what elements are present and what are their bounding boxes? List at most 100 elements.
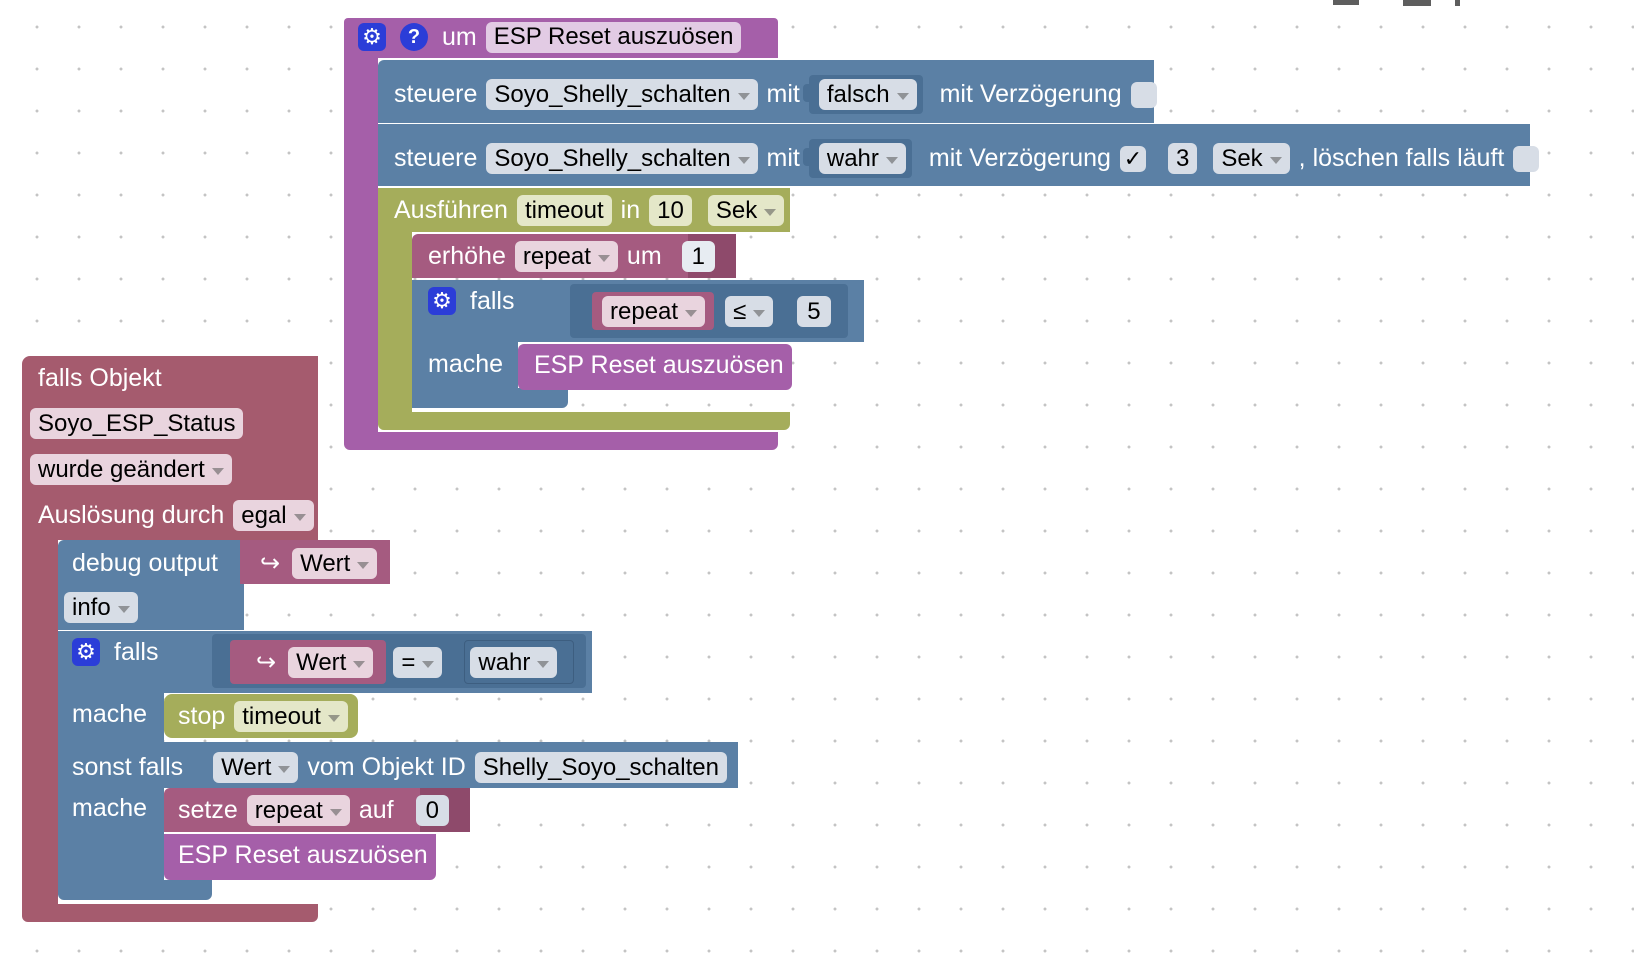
gear-icon[interactable]: ⚙ (358, 23, 386, 51)
timeout-label: Ausführen (394, 196, 508, 224)
control-1-value-dropdown[interactable]: falsch (818, 79, 917, 110)
gear-icon[interactable]: ⚙ (72, 638, 100, 666)
control-1-delay-checkbox[interactable] (1130, 81, 1157, 108)
event-block-stack (22, 540, 58, 910)
inner-if-compare-row: repeat ≤ 5 (602, 296, 840, 327)
timeout-name-field[interactable]: timeout (516, 195, 612, 226)
workspace-zoom-reset-icon[interactable] (1403, 0, 1431, 6)
timeout-block-stack (378, 232, 412, 422)
procedure-name-field[interactable]: ESP Reset auszuösen (485, 21, 742, 53)
stop-label: stop (178, 702, 226, 730)
timeout-row: Ausführen timeout in 10 Sek (394, 195, 793, 226)
control-2-with: mit (766, 144, 800, 172)
control-2-clear-label: , löschen falls läuft (1298, 144, 1505, 172)
outer-call-block[interactable]: ESP Reset auszuösen (164, 834, 436, 880)
outer-elseif-do-label: mache (72, 794, 148, 822)
inner-if-variable-dropdown[interactable]: repeat (602, 296, 706, 327)
event-condition-dropdown[interactable]: wurde geändert (30, 454, 232, 485)
inner-if-do-row: mache (428, 352, 512, 377)
debug-level-dropdown[interactable]: info (64, 592, 138, 623)
outer-elseif-do-row: mache (72, 796, 156, 821)
outer-if-do-label: mache (72, 700, 148, 728)
outer-if-footer (58, 880, 212, 900)
control-2-delay-unit-dropdown[interactable]: Sek (1213, 143, 1290, 174)
timeout-unit-dropdown[interactable]: Sek (707, 195, 785, 226)
outer-if-operator-dropdown[interactable]: = (393, 647, 443, 678)
checkbox-checked-icon[interactable]: ✓ (1119, 145, 1146, 172)
stop-timeout-row: stop timeout (178, 701, 357, 732)
event-trigger-label: Auslösung durch (38, 501, 225, 529)
outer-call-row: ESP Reset auszuösen (178, 843, 437, 868)
increment-variable-dropdown[interactable]: repeat (514, 241, 618, 272)
set-variable-dropdown[interactable]: repeat (246, 795, 350, 826)
outer-if-compare-row: ↪ Wert = wahr (256, 647, 566, 678)
increment-value-field[interactable]: 1 (681, 241, 716, 272)
control-2-target-dropdown[interactable]: Soyo_Shelly_schalten (486, 143, 758, 174)
outer-elseif-row: sonst falls Wert vom Objekt ID Shelly_So… (72, 752, 736, 783)
debug-label: debug output (72, 549, 218, 577)
gear-icon[interactable]: ⚙ (428, 287, 456, 315)
event-trigger-dropdown[interactable]: egal (233, 500, 314, 531)
set-value-field[interactable]: 0 (415, 795, 449, 826)
increment-label: erhöhe (428, 242, 506, 270)
timeout-block-footer (378, 412, 790, 430)
workspace-zoom-in-icon[interactable] (1455, 0, 1460, 6)
outer-if-right-dropdown[interactable]: wahr (470, 647, 558, 678)
control-2-value-dropdown[interactable]: wahr (818, 143, 906, 174)
control-1-label: steuere (394, 80, 478, 108)
procedure-block-footer (344, 432, 778, 450)
outer-elseif-label: sonst falls (72, 753, 184, 781)
control-1-value-slot: falsch (802, 75, 923, 114)
stop-target-dropdown[interactable]: timeout (234, 701, 348, 732)
return-arrow-icon: ↪ (256, 648, 277, 676)
increment-by: um (626, 242, 662, 270)
timeout-value-field[interactable]: 10 (649, 195, 692, 226)
elseif-of-object-label: vom Objekt ID (307, 753, 466, 781)
elseif-value-dropdown[interactable]: Wert (213, 752, 299, 783)
outer-if-stack (58, 693, 164, 893)
inner-call-row: ESP Reset auszuösen (534, 353, 793, 378)
control-1-row: steuere Soyo_Shelly_schalten mit falsch … (394, 75, 1166, 114)
outer-if-left-dropdown[interactable]: Wert (288, 647, 374, 678)
inner-if-row: ⚙ falls (428, 287, 548, 315)
debug-value-dropdown[interactable]: Wert (292, 548, 378, 579)
outer-call-label: ESP Reset auszuösen (178, 841, 428, 869)
event-object-field[interactable]: Soyo_ESP_Status (30, 408, 244, 439)
procedure-block-stack (344, 58, 378, 438)
event-title-row: falls Objekt (38, 366, 171, 391)
control-2-row: steuere Soyo_Shelly_schalten mit wahr mi… (394, 139, 1548, 178)
set-variable-block[interactable]: setze repeat auf 0 (164, 788, 470, 832)
event-block-footer (22, 904, 318, 922)
procedure-header-row: ⚙ ? um ESP Reset auszuösen (358, 21, 750, 53)
workspace-zoom-out-icon[interactable] (1333, 0, 1359, 5)
inner-if-operator-dropdown[interactable]: ≤ (725, 296, 774, 327)
control-block-1[interactable]: steuere Soyo_Shelly_schalten mit falsch … (378, 60, 1157, 123)
timeout-in: in (620, 196, 641, 224)
question-icon[interactable]: ? (400, 23, 428, 51)
event-condition-row: wurde geändert (30, 454, 241, 485)
inner-call-label: ESP Reset auszuösen (534, 351, 784, 379)
control-2-delay-value[interactable]: 3 (1167, 143, 1198, 174)
inner-call-block[interactable]: ESP Reset auszuösen (518, 344, 792, 390)
event-title: falls Objekt (38, 364, 162, 392)
set-to-label: auf (358, 796, 394, 824)
return-arrow-icon: ↪ (259, 549, 281, 577)
control-2-clear-checkbox[interactable] (1513, 145, 1540, 172)
stop-timeout-block[interactable]: stop timeout (164, 694, 358, 738)
inner-if-value-field[interactable]: 5 (797, 296, 831, 327)
event-trigger-row: Auslösung durch egal (38, 500, 323, 531)
control-2-delay-label: mit Verzögerung (928, 144, 1111, 172)
procedure-prefix: um (442, 22, 477, 51)
set-label: setze (178, 796, 238, 824)
event-object-row: Soyo_ESP_Status (30, 408, 252, 439)
increment-block[interactable]: erhöhe repeat um 1 (412, 234, 736, 278)
elseif-object-id-field[interactable]: Shelly_Soyo_schalten (474, 752, 727, 783)
control-block-2[interactable]: steuere Soyo_Shelly_schalten mit wahr mi… (378, 124, 1540, 186)
control-1-target-dropdown[interactable]: Soyo_Shelly_schalten (486, 79, 758, 110)
increment-row: erhöhe repeat um 1 (428, 241, 724, 272)
outer-if-row: ⚙ falls (72, 638, 167, 666)
control-1-with: mit (766, 80, 800, 108)
outer-if-do-row: mache (72, 702, 156, 727)
inner-if-label: falls (470, 286, 515, 315)
